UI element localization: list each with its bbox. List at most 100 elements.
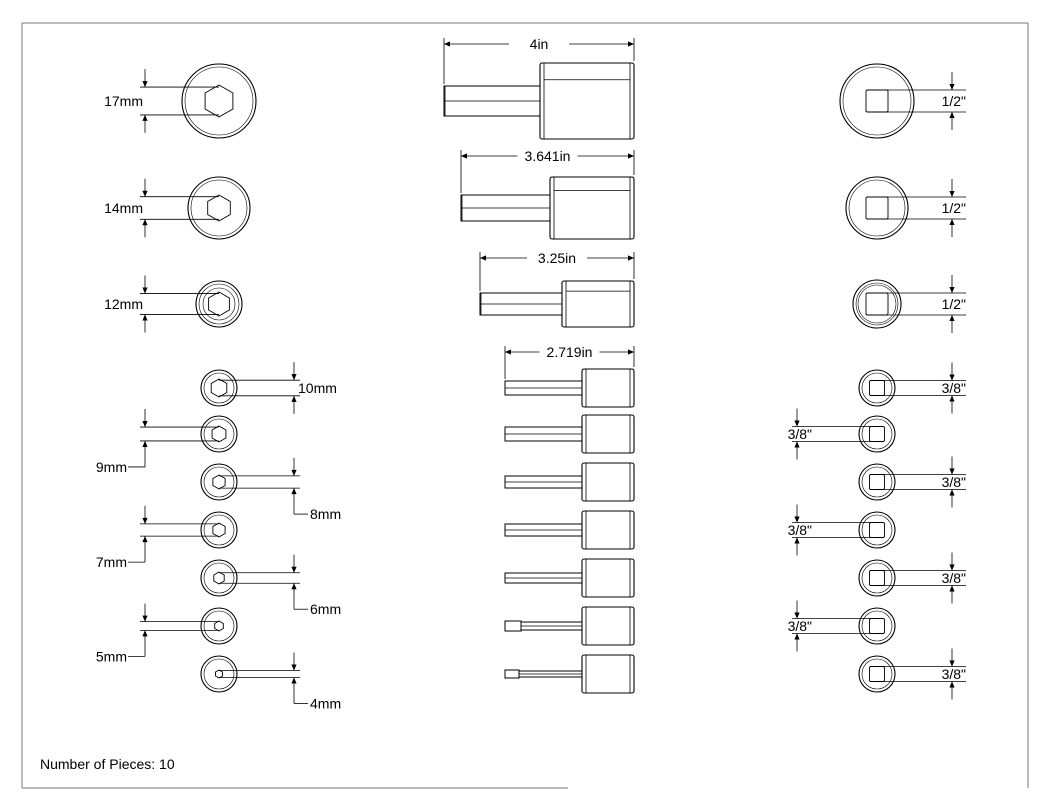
drive-end-0: 1/2": [839, 63, 966, 139]
side-view-9: [504, 654, 635, 694]
drive-outer-circle: [858, 369, 896, 407]
drive-outer-circle: [852, 279, 902, 329]
drive-size-label: 3/8": [942, 666, 966, 682]
dim-hex-3-arrow-top: [291, 374, 297, 381]
socket-body: [549, 176, 635, 240]
dim-hex-5-arrow-top: [291, 469, 297, 476]
hex-size-label: 17mm: [104, 93, 143, 109]
hex-size-label: 14mm: [104, 200, 143, 216]
hex-socket-6: 7mm: [96, 505, 238, 570]
dim-drive-9-arrow-top: [949, 660, 955, 667]
socket-chamfer-circle: [203, 466, 235, 498]
dim-hex-4-arrow-bottom: [142, 440, 148, 447]
dim-hex-8-arrow-top: [142, 615, 148, 622]
socket-body: [561, 280, 635, 328]
dim-length-arrow-left: [480, 255, 486, 261]
drive-end-3: 3/8": [858, 362, 966, 414]
dim-drive-4-arrow-bottom: [794, 441, 800, 448]
square-drive-icon: [865, 196, 889, 220]
side-view-8: [504, 606, 635, 646]
dim-hex-4-arrow-top: [142, 421, 148, 428]
hex-bit-tip: [504, 669, 520, 679]
dim-hex-0-arrow-bottom: [142, 114, 148, 121]
hex-opening-icon: [214, 620, 224, 632]
hex-opening-icon: [207, 194, 231, 222]
dim-hex-2-arrow-top: [142, 287, 148, 294]
dim-drive-4-arrow-top: [794, 420, 800, 427]
piece-count: Number of Pieces: 10: [40, 756, 175, 772]
socket-body: [581, 462, 635, 502]
drive-chamfer-circle: [842, 66, 912, 136]
socket-body: [581, 606, 635, 646]
length-label: 2.719in: [547, 344, 593, 360]
socket-chamfer-circle: [203, 610, 235, 642]
hex-size-label: 7mm: [96, 554, 127, 570]
hex-opening-icon: [213, 571, 225, 585]
drive-end-1: 1/2": [845, 176, 966, 240]
drive-size-label: 3/8": [942, 380, 966, 396]
socket-outer-circle: [195, 280, 243, 328]
hex-size-label: 9mm: [96, 459, 127, 475]
drive-end-9: 3/8": [858, 648, 966, 700]
drive-bore-circle: [857, 284, 897, 324]
hex-size-label: 4mm: [310, 695, 341, 711]
socket-body: [539, 62, 635, 140]
hex-socket-1: 14mm: [104, 176, 251, 240]
square-drive-icon: [869, 570, 885, 586]
drive-chamfer-circle: [861, 418, 893, 450]
dim-drive-3-arrow-bottom: [949, 395, 955, 402]
dim-drive-5-arrow-top: [949, 468, 955, 475]
drive-end-5: 3/8": [858, 456, 966, 508]
dim-drive-2-arrow-top: [949, 287, 955, 293]
socket-outer-circle: [200, 655, 238, 693]
socket-outer-circle: [200, 607, 238, 645]
dim-length-arrow-right: [628, 349, 634, 355]
drive-chamfer-circle: [861, 610, 893, 642]
drive-size-label: 3/8": [942, 474, 966, 490]
dim-hex-7-arrow-top: [291, 566, 297, 573]
dim-hex-5-arrow-bottom: [291, 488, 297, 495]
dim-hex-1-arrow-bottom: [142, 219, 148, 226]
dim-hex-6-arrow-top: [142, 517, 148, 524]
dim-drive-5-arrow-bottom: [949, 489, 955, 496]
side-view-3: 2.719in: [504, 344, 635, 408]
drive-end-2: 1/2": [852, 275, 966, 333]
hex-socket-9: 4mm: [200, 652, 341, 711]
hex-socket-2: 12mm: [104, 275, 243, 333]
dim-drive-6-arrow-top: [794, 516, 800, 523]
drive-outer-circle: [858, 655, 896, 693]
socket-chamfer-circle: [203, 562, 235, 594]
hex-opening-icon: [210, 378, 228, 398]
hex-size-label: 5mm: [96, 648, 127, 664]
socket-body: [581, 558, 635, 598]
hex-size-label: 12mm: [104, 296, 143, 312]
dim-hex-1-arrow-top: [142, 190, 148, 197]
socket-outer-circle: [200, 369, 238, 407]
drive-outer-circle: [858, 415, 896, 453]
dim-hex-8-arrow-bottom: [142, 630, 148, 637]
hex-size-label: 8mm: [310, 506, 341, 522]
dim-drive-0-arrow-bottom: [949, 112, 955, 118]
dim-length-arrow-right: [628, 153, 634, 159]
square-drive-icon: [869, 426, 885, 442]
socket-chamfer-circle: [184, 66, 254, 136]
dim-length-arrow-right: [628, 41, 634, 47]
dim-drive-7-arrow-top: [949, 564, 955, 571]
socket-outer-circle: [200, 559, 238, 597]
dim-drive-8-arrow-bottom: [794, 633, 800, 640]
socket-bore-circle: [202, 287, 236, 321]
square-drive-icon: [869, 618, 885, 634]
hex-socket-8: 5mm: [96, 603, 238, 664]
length-label: 3.25in: [538, 250, 576, 266]
length-label: 4in: [530, 36, 549, 52]
drive-size-label: 3/8": [788, 522, 812, 538]
square-drive-icon: [869, 666, 885, 682]
drive-size-label: 1/2": [942, 200, 966, 216]
hex-opening-icon: [204, 84, 234, 118]
dim-hex-0-arrow-top: [142, 81, 148, 88]
side-view-2: 3.25in: [479, 250, 635, 328]
drive-end-7: 3/8": [858, 552, 966, 604]
socket-outer-circle: [200, 511, 238, 549]
